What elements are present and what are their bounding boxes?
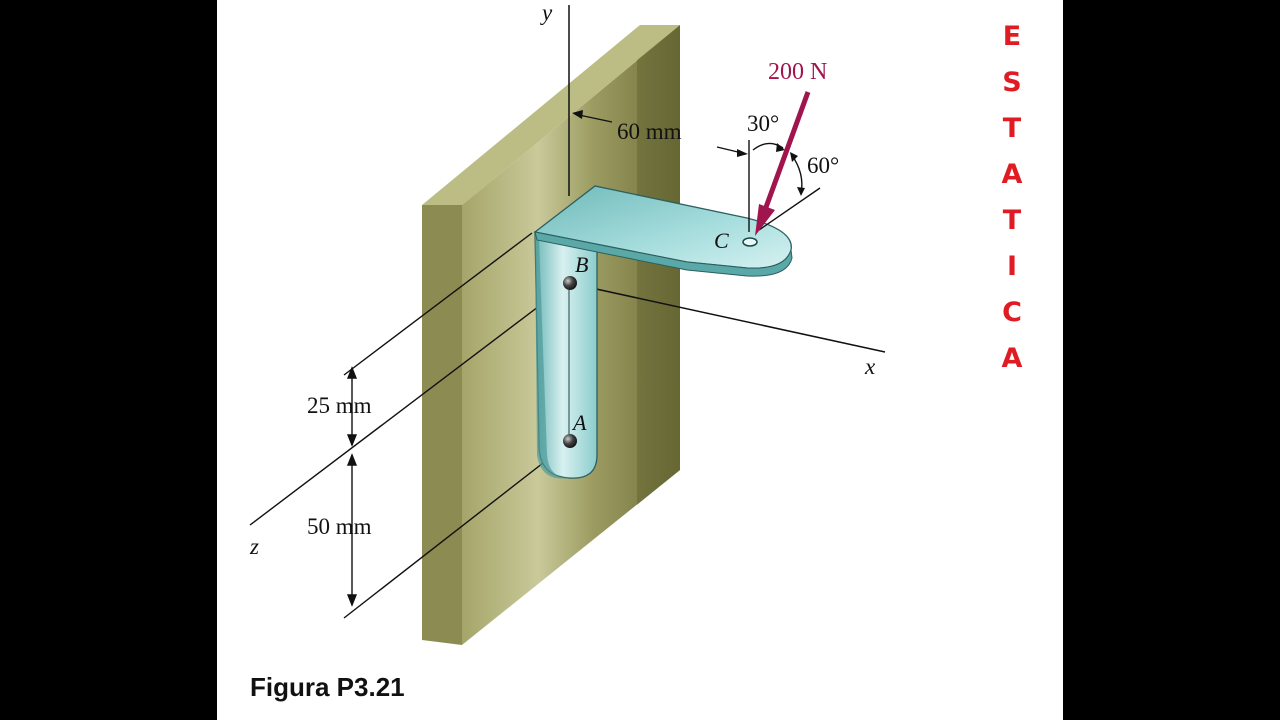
- label-force: 200 N: [768, 59, 827, 85]
- side-title-letter: A: [1001, 159, 1023, 190]
- label-dim-60mm: 60 mm: [617, 119, 682, 144]
- label-dim-25mm: 25 mm: [307, 393, 372, 418]
- hole-c: [742, 237, 758, 247]
- figure-caption: Figura P3.21: [250, 672, 405, 702]
- x-axis: [586, 286, 886, 353]
- label-dim-50mm: 50 mm: [307, 514, 372, 539]
- label-axis-x: x: [864, 354, 876, 379]
- side-title-letter: I: [1006, 251, 1018, 282]
- wall-top-edge: [422, 25, 680, 205]
- label-point-c: C: [714, 228, 729, 253]
- bolt-b: [563, 276, 577, 290]
- side-title-letter: A: [1001, 343, 1023, 374]
- label-point-b: B: [575, 252, 588, 277]
- side-title-letter: E: [1002, 21, 1022, 52]
- label-angle-30: 30°: [747, 111, 779, 136]
- side-title-letter: C: [1002, 297, 1022, 328]
- bolt-a: [563, 434, 577, 448]
- wall-right-shadow: [637, 25, 680, 505]
- side-title-letter: T: [1002, 205, 1022, 236]
- label-axis-z: z: [249, 534, 259, 559]
- label-axis-y: y: [540, 0, 553, 25]
- bracket-arm-thickness: [534, 231, 793, 277]
- wall-left-edge: [422, 205, 462, 645]
- force-arrow: [755, 91, 811, 236]
- bracket-diagram: y x z B A C 200 N 30° 60° 60 mm 25 mm 50…: [249, 0, 886, 645]
- dimension-lines: [249, 232, 571, 619]
- figure-canvas: y x z B A C 200 N 30° 60° 60 mm 25 mm 50…: [217, 0, 1063, 720]
- side-title-letter: T: [1002, 113, 1022, 144]
- bracket-leg-thickness: [535, 232, 569, 479]
- label-angle-60: 60°: [807, 153, 839, 178]
- side-title-letter: S: [1002, 67, 1022, 98]
- force-geometry: [572, 110, 821, 232]
- label-point-a: A: [571, 410, 587, 435]
- angle-bracket: [533, 185, 793, 479]
